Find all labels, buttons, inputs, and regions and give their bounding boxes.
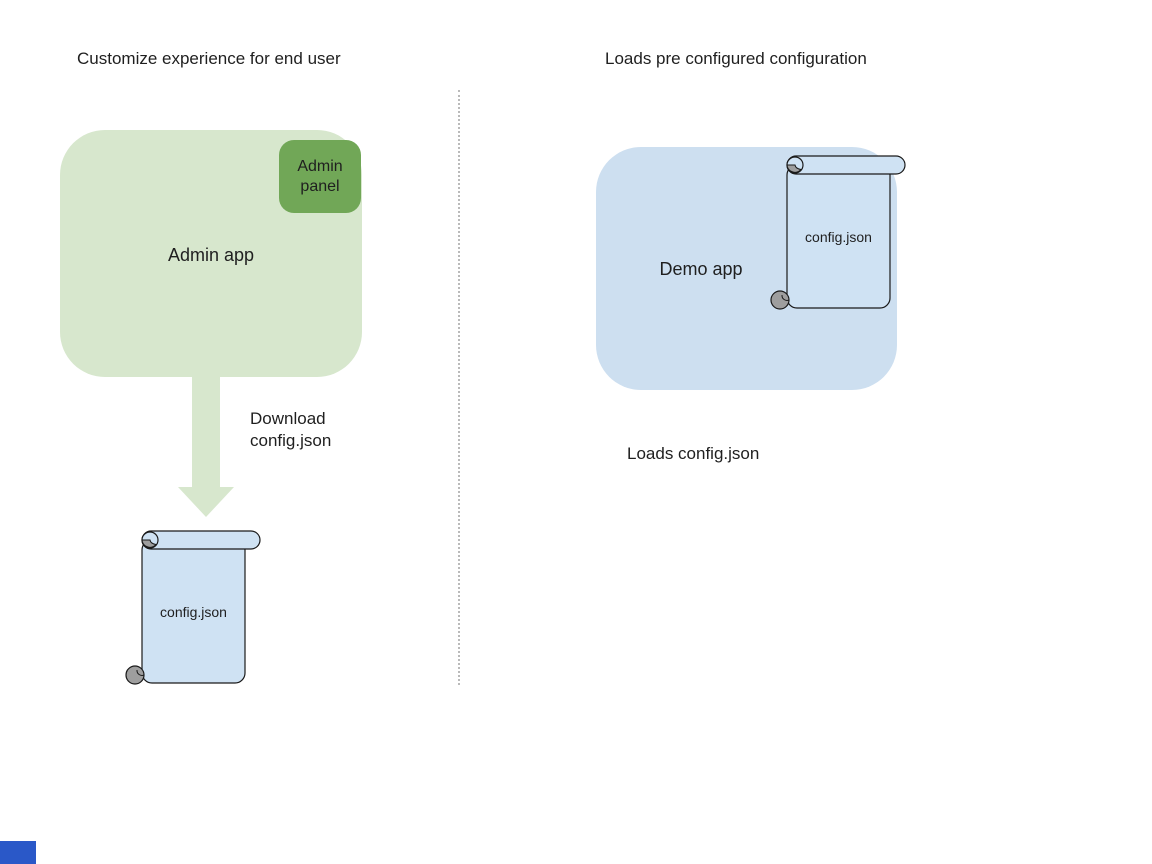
demo-app-label: Demo app [659,259,743,279]
loads-config-caption: Loads config.json [627,444,760,463]
config-file-label: config.json [160,604,227,620]
download-arrow-label: Download config.json [250,409,332,450]
down-arrow-icon [178,375,234,517]
admin-panel-box: Admin panel [279,140,361,213]
scroll-document-icon [770,155,906,310]
divider-dotted-line [458,90,460,685]
right-section-title: Loads pre configured configuration [605,49,867,68]
left-section-title: Customize experience for end user [77,49,341,68]
config-file-label: config.json [805,229,872,245]
admin-app-label: Admin app [167,245,255,265]
admin-panel-label: Admin panel [297,157,343,195]
corner-blue-mark [0,841,36,864]
scroll-document-icon [125,530,261,685]
